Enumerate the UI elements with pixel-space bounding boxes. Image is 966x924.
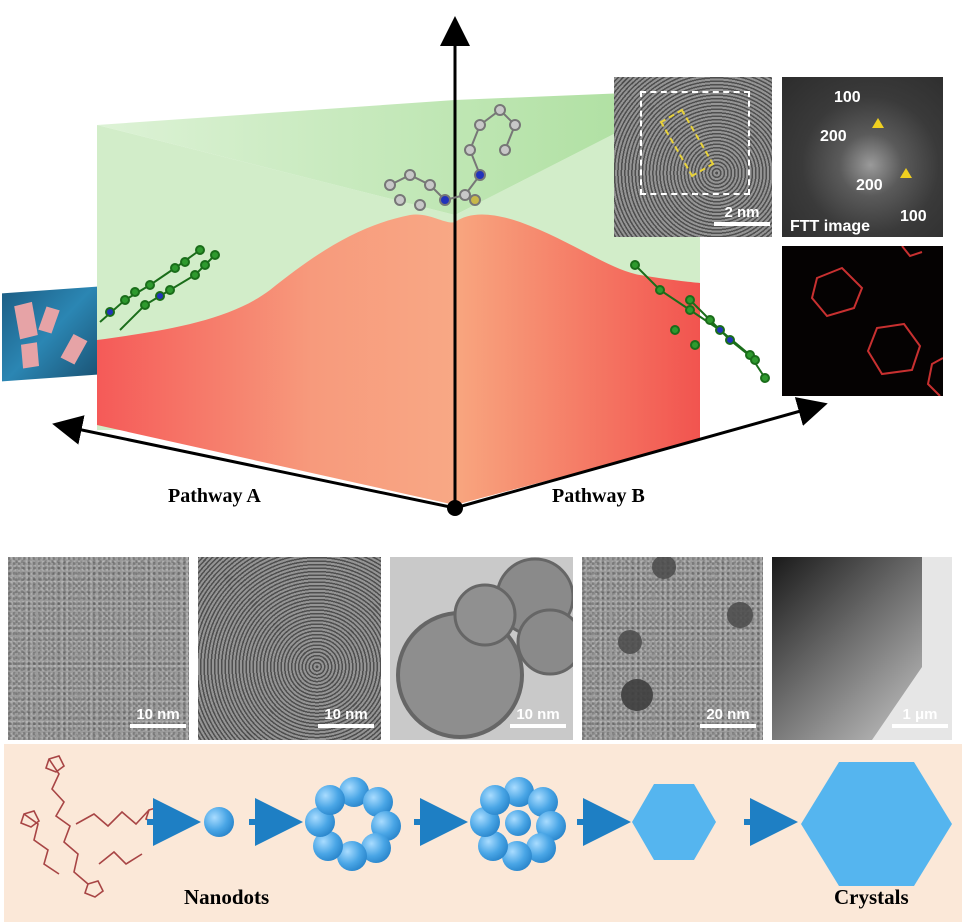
- fft-label-100-top: 100: [834, 89, 861, 106]
- tem-scale-label-2: 10 nm: [324, 706, 368, 723]
- fluorescence-inset: [782, 246, 943, 396]
- crystal-shape: [60, 334, 88, 365]
- nanodot: [621, 679, 653, 711]
- molecule-green-left: [99, 245, 220, 331]
- nanodot-ring-with-center: [470, 777, 566, 871]
- tem-panel-3: 10 nm: [390, 557, 573, 740]
- nanoparticle: [516, 608, 573, 676]
- tem-scale-bar-1: 10 nm: [130, 706, 186, 728]
- nanodot: [618, 630, 642, 654]
- hexagon-crystal: [866, 322, 922, 376]
- tem-scale-bar-2: 10 nm: [318, 706, 374, 728]
- green-plane-top: [97, 90, 700, 215]
- tem-scale-bar-5: 1 μm: [892, 706, 948, 728]
- crystal-shape: [38, 306, 60, 334]
- pathway-a-label: Pathway A: [168, 485, 261, 507]
- pathway-a-axis: [52, 415, 456, 510]
- nanodot-ring: [305, 777, 401, 871]
- hexagon-crystal-partial: [926, 357, 943, 396]
- fft-inset: 100 200 200 100 FTT image: [782, 77, 943, 237]
- tem-scale-bar-3: 10 nm: [510, 706, 566, 728]
- molecule-grey-top: [384, 104, 521, 211]
- hrtem-scale-bar: 2 nm: [714, 204, 770, 226]
- tem-scale-label-3: 10 nm: [516, 706, 560, 723]
- nanoparticle: [453, 583, 517, 647]
- tem-panel-1: 10 nm: [8, 557, 189, 740]
- hrtem-inset: 2 nm: [614, 77, 772, 237]
- nanodot: [727, 602, 753, 628]
- fft-label-200-right: 200: [856, 177, 883, 194]
- hexagon-crystal-partial: [901, 246, 923, 258]
- fft-label-100-bottom: 100: [900, 208, 927, 225]
- crystal-photo: [2, 286, 97, 382]
- tem-scale-bar-4: 20 nm: [700, 706, 756, 728]
- single-nanodot: [204, 807, 234, 837]
- tem-scale-label-5: 1 μm: [902, 706, 938, 723]
- hexagon-crystal: [810, 266, 864, 318]
- large-hexagon-crystal: [801, 762, 952, 886]
- crystal-shape: [20, 342, 40, 369]
- pathway-b-axis: [454, 397, 828, 510]
- fft-label-200-left: 200: [820, 128, 847, 145]
- nanodots-label: Nanodots: [184, 885, 269, 909]
- fft-caption: FTT image: [790, 218, 870, 235]
- growth-schematic: Nanodots Crystals: [4, 744, 962, 922]
- hrtem-scale-label: 2 nm: [724, 204, 760, 221]
- pathway-b-label: Pathway B: [552, 485, 645, 507]
- energy-surface-right: [455, 214, 700, 505]
- tem-panel-2: 10 nm: [198, 557, 381, 740]
- axis-origin: [447, 500, 463, 516]
- nanodot: [652, 557, 676, 579]
- fft-spot-marker: [872, 118, 884, 128]
- fft-spot-marker: [900, 168, 912, 178]
- crystal-shape: [14, 301, 38, 340]
- tem-scale-label-1: 10 nm: [136, 706, 180, 723]
- molecule-green-right: [630, 260, 770, 383]
- hrtem-selection-box: [640, 91, 750, 195]
- molecular-chains: [20, 755, 166, 898]
- tem-panel-5: 1 μm: [772, 557, 952, 740]
- tem-panel-4: 20 nm: [582, 557, 763, 740]
- energy-surface-left: [97, 214, 455, 505]
- small-hexagon-crystal: [632, 784, 716, 860]
- crystals-label: Crystals: [834, 885, 909, 909]
- tem-scale-label-4: 20 nm: [706, 706, 750, 723]
